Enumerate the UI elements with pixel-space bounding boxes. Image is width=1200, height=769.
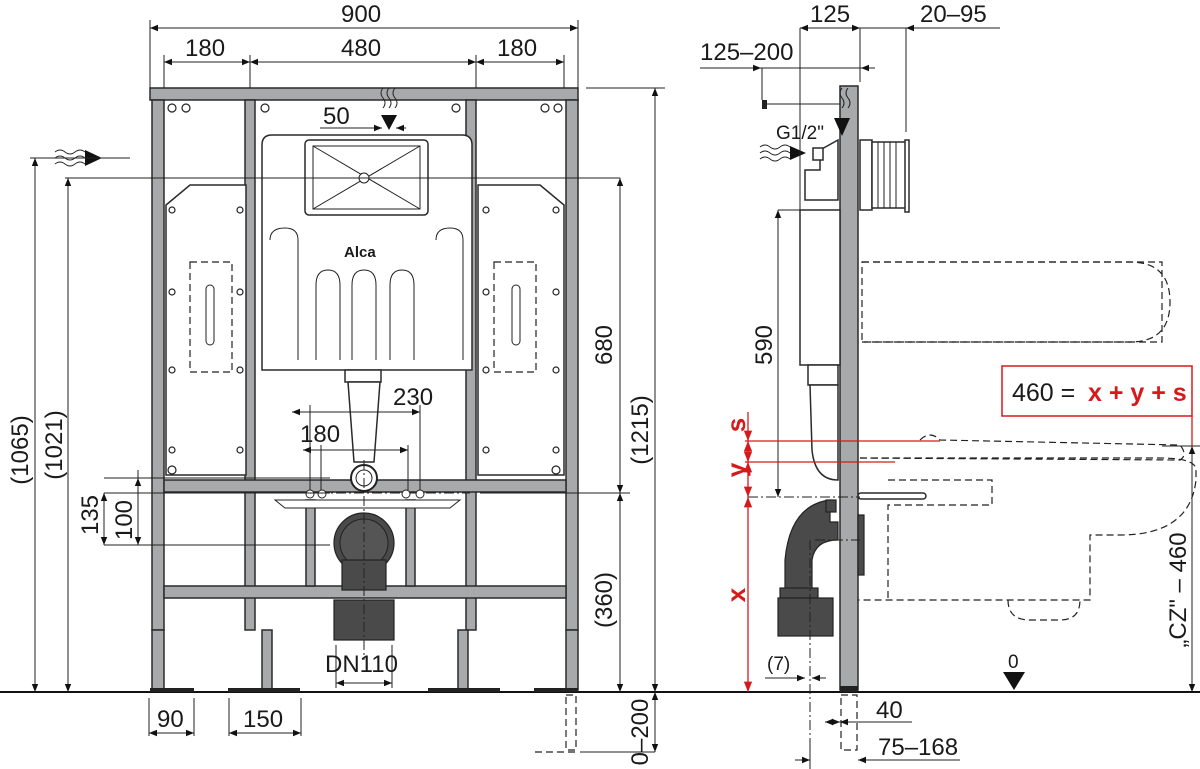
dim-230: 230 <box>393 384 433 411</box>
dim-900: 900 <box>341 1 381 28</box>
dim-480: 480 <box>341 35 381 62</box>
formula-box <box>1001 365 1193 417</box>
var-s: s <box>721 418 751 432</box>
var-y: y <box>721 462 751 477</box>
side-dimensions <box>700 24 1200 769</box>
dim-40: 40 <box>876 697 903 724</box>
floor-zero-marker-icon <box>1003 672 1025 690</box>
dim-590: 590 <box>751 325 778 365</box>
formula-vars: x + y + s <box>1088 379 1187 407</box>
side-frame <box>762 85 1197 751</box>
dim-1215: (1215) <box>627 395 654 464</box>
side-dimension-labels: 125 20–95 125–200 G1/2" 590 s y x 460 = … <box>700 1 1192 761</box>
dim-dn110: DN110 <box>325 651 398 678</box>
side-inlet-arrows <box>759 87 851 162</box>
dim-20-95: 20–95 <box>920 1 987 28</box>
dim-100: 100 <box>111 500 138 540</box>
dim-125: 125 <box>810 1 850 28</box>
dim-150: 150 <box>243 706 283 733</box>
dim-180-bolts: 180 <box>300 421 340 448</box>
dim-cz-460: „CZ" – 460 <box>1165 532 1192 647</box>
front-dimensions <box>30 20 665 753</box>
dim-125-200: 125–200 <box>700 39 793 66</box>
cistern-front: Alca <box>261 134 473 492</box>
dim-0-200: 0–200 <box>627 699 654 766</box>
floor-zero-label: 0 <box>1008 652 1019 673</box>
front-dimension-labels: 900 180 480 180 50 230 180 DN110 90 150 … <box>7 1 654 765</box>
dim-7: (7) <box>767 654 790 675</box>
brand-logo: Alca <box>344 244 376 261</box>
dim-1021: (1021) <box>41 410 68 479</box>
dim-1065: (1065) <box>7 415 34 484</box>
var-x: x <box>721 587 751 602</box>
dim-180-right: 180 <box>497 35 537 62</box>
dim-135: 135 <box>77 495 104 535</box>
formula-prefix: 460 = <box>1012 379 1075 407</box>
dim-75-168: 75–168 <box>878 734 958 761</box>
drain-pipe-front <box>273 460 470 660</box>
dim-680: 680 <box>591 325 618 365</box>
dim-50: 50 <box>323 103 350 130</box>
dim-360: (360) <box>591 572 618 628</box>
thread-g12: G1/2" <box>776 123 824 144</box>
dim-180-left: 180 <box>185 35 225 62</box>
dim-90: 90 <box>157 706 184 733</box>
